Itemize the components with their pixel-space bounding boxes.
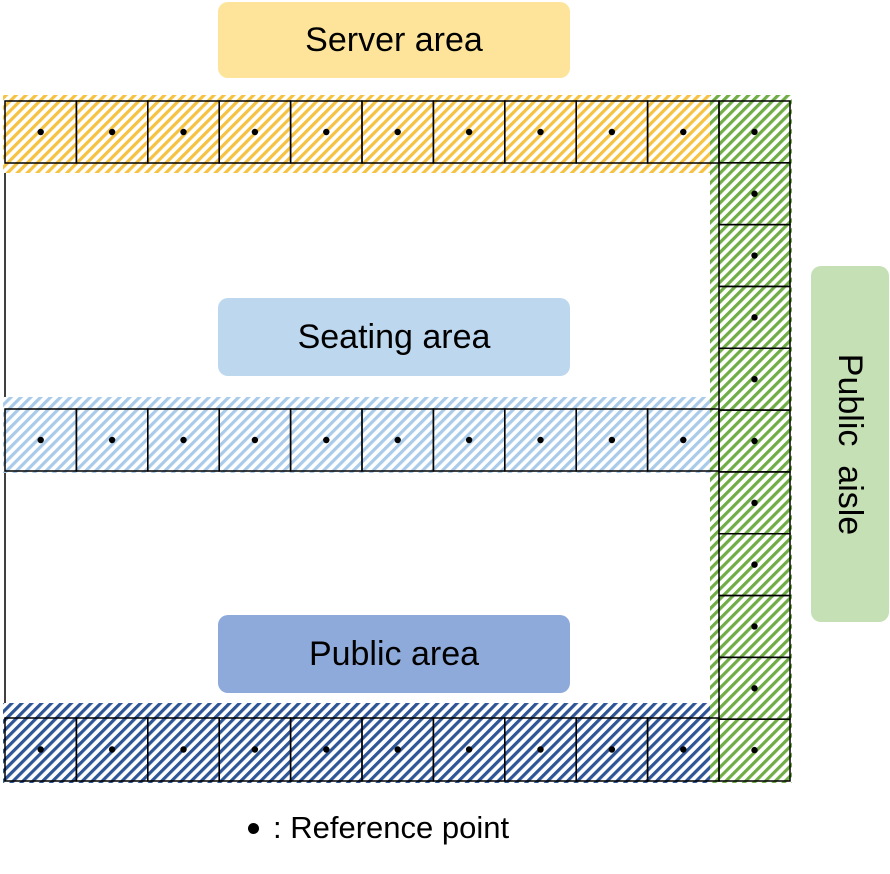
reference-point [751,437,758,445]
server-band [3,95,717,173]
reference-point [751,685,758,692]
reference-point [751,252,758,259]
reference-point [37,128,44,136]
aisle-band [710,95,792,783]
legend-text: : Reference point [273,810,510,845]
reference-point [751,746,758,754]
reference-point [180,436,187,444]
reference-point [751,623,758,630]
public-area-label: Public area [218,615,570,693]
reference-point [608,436,616,444]
reference-point [751,375,758,383]
reference-point [751,561,758,568]
reference-point [37,436,44,444]
public-band [3,703,717,783]
reference-point [751,128,758,136]
reference-point [37,746,44,753]
reference-point [251,436,259,444]
reference-point [537,128,544,136]
server-area-text: Server area [305,20,483,59]
reference-point [608,746,616,753]
reference-point [537,746,544,753]
reference-point [751,499,758,507]
reference-point [180,128,187,136]
reference-point [751,314,758,321]
reference-point [751,190,758,197]
reference-point [108,436,116,444]
aisle-cell [718,718,791,782]
reference-point-dot-icon [248,822,259,834]
seating-area-text: Seating area [297,317,491,356]
public-area-text: Public area [308,634,480,673]
server-area-label: Server area [218,2,570,78]
reference-point [465,746,473,753]
reference-point [108,746,116,753]
reference-point [537,436,544,444]
reference-point [251,746,259,753]
reference-point [608,128,616,136]
reference-point [394,436,401,444]
public-aisle-text: Public aisle [831,353,870,535]
seating-area-label: Seating area [218,298,570,376]
reference-point [323,436,330,444]
public-aisle-label: Public aisle [811,266,889,622]
reference-point [680,746,687,753]
reference-point [323,746,330,753]
reference-point [180,746,187,753]
reference-point [251,128,259,136]
reference-point [394,746,401,753]
legend: : Reference point [248,810,509,846]
reference-point [465,128,473,136]
reference-point [680,436,687,444]
reference-point [323,128,330,136]
reference-point [465,436,473,444]
reference-point [394,128,401,136]
reference-point [680,128,687,136]
reference-point [108,128,116,136]
